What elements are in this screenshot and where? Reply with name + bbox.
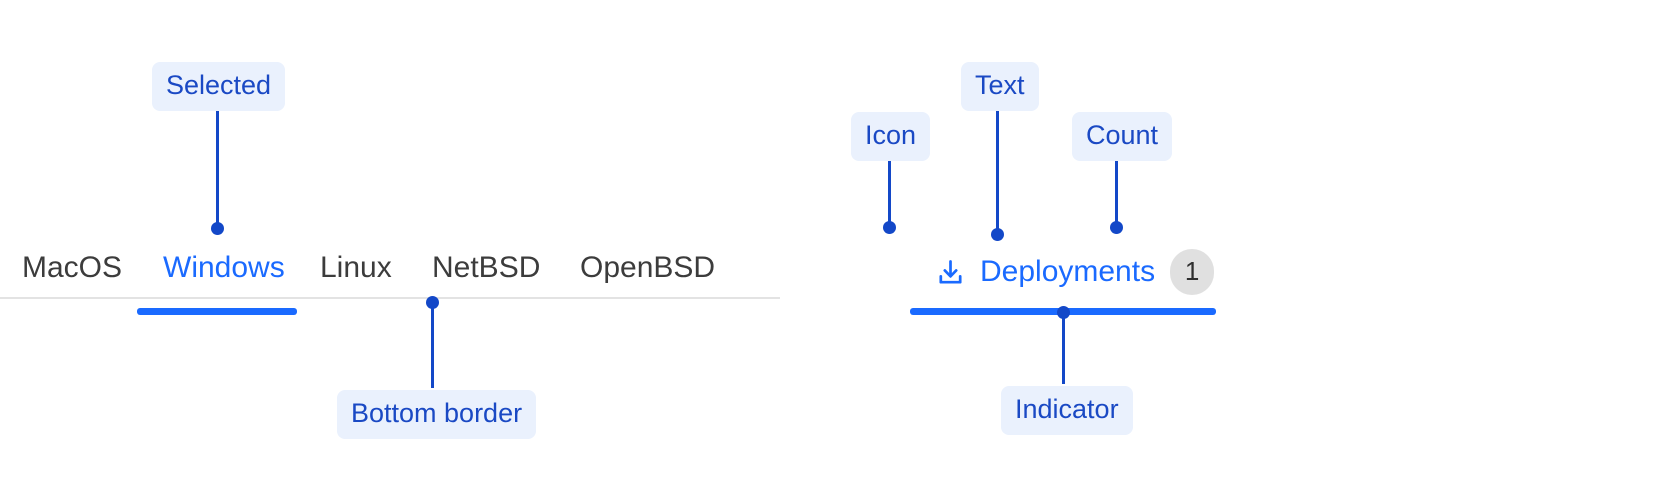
tab-macos[interactable]: MacOS — [22, 251, 123, 284]
tab-deployments-label: Deployments — [980, 255, 1156, 288]
callout-indicator: Indicator — [1001, 386, 1133, 435]
tab-deployments-content: Deployments 1 — [910, 246, 1239, 298]
leader-line-bottom-border — [431, 302, 434, 388]
tab-selected-underline — [137, 308, 297, 315]
callout-text: Text — [961, 62, 1039, 111]
tab-netbsd[interactable]: NetBSD — [432, 251, 541, 284]
callout-count: Count — [1072, 112, 1173, 161]
leader-line-icon — [888, 161, 891, 228]
tab-linux[interactable]: Linux — [320, 251, 392, 284]
leader-dot-selected — [211, 222, 224, 235]
leader-line-selected — [216, 111, 219, 229]
leader-line-indicator — [1062, 312, 1065, 384]
tab-deployments-count-badge: 1 — [1170, 249, 1215, 295]
tab-strip-bottom-rule — [0, 297, 780, 299]
callout-selected: Selected — [152, 62, 286, 111]
tab-windows[interactable]: Windows — [163, 251, 285, 284]
leader-dot-count — [1110, 221, 1123, 234]
callout-bottom-border: Bottom border — [337, 390, 537, 439]
leader-line-count — [1115, 161, 1118, 228]
download-icon — [939, 259, 962, 284]
tab-strip-basic: MacOS Windows Linux NetBSD OpenBSD — [0, 246, 780, 316]
leader-dot-icon — [883, 221, 896, 234]
tab-openbsd[interactable]: OpenBSD — [580, 251, 716, 284]
callout-icon: Icon — [851, 112, 931, 161]
leader-dot-text — [991, 228, 1004, 241]
leader-line-text — [996, 111, 999, 231]
